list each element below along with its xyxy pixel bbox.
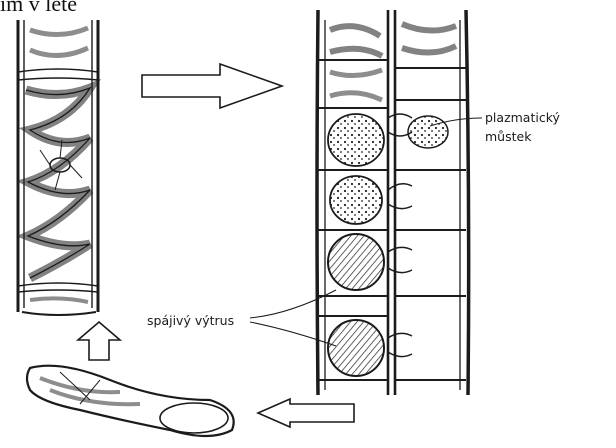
spore-leader-lines <box>250 290 336 346</box>
bridge-label-line-1: plazmatický <box>485 108 560 127</box>
germinating-spore <box>27 366 234 436</box>
arrow-right-icon <box>142 64 282 108</box>
arrow-up-icon <box>78 322 120 360</box>
arrow-left-icon <box>258 399 354 427</box>
zygospore-label: spájivý výtrus <box>147 313 234 328</box>
bridge-label-line-2: můstek <box>485 127 560 146</box>
left-filament <box>18 20 98 315</box>
conjugating-filaments <box>317 10 469 395</box>
cut-off-heading-text: ím v lete <box>0 0 77 17</box>
plasmatic-bridge-label: plazmatický můstek <box>485 108 560 146</box>
